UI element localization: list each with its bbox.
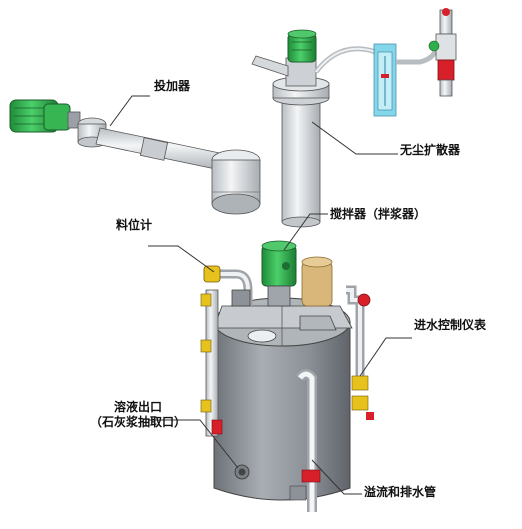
level-gauge (203, 265, 253, 307)
leader-disperser (311, 121, 398, 155)
agitator-motor (261, 240, 297, 307)
label-dust-free-disperser: 无尘扩散器 (400, 143, 461, 157)
feeder-assembly (9, 99, 261, 215)
label-solution-outlet: 溶液出口 （石灰浆抽取口） (90, 400, 186, 430)
disperser-motor (287, 29, 317, 63)
disperser-assembly (251, 8, 457, 228)
leader-level-gauge (148, 245, 215, 273)
tank-assembly (200, 240, 374, 512)
label-solution-outlet-line2: （石灰浆抽取口） (90, 415, 187, 429)
lime-bag (301, 256, 333, 307)
leader-agitator (283, 213, 328, 251)
flowmeter (373, 43, 397, 117)
leader-outlet (148, 419, 239, 469)
leader-feeder (109, 95, 150, 127)
leader-lines (109, 95, 412, 495)
label-feeder: 投加器 (154, 79, 191, 93)
overflow-drain-pipe (289, 369, 321, 512)
leader-overflow (311, 459, 362, 495)
label-overflow-drain-pipe: 溢流和排水管 (364, 485, 437, 499)
label-solution-outlet-line1: 溶液出口 (114, 400, 163, 414)
inlet-water-pipe (346, 285, 374, 420)
label-level-gauge: 料位计 (116, 218, 153, 232)
solution-outlet (234, 464, 250, 480)
label-inlet-control-meter: 进水控制仪表 (414, 318, 487, 332)
valve-stack (428, 8, 457, 97)
leader-inlet (359, 337, 412, 377)
feeder-motor (9, 99, 71, 133)
label-agitator: 搅拌器（拌浆器） (330, 207, 427, 221)
